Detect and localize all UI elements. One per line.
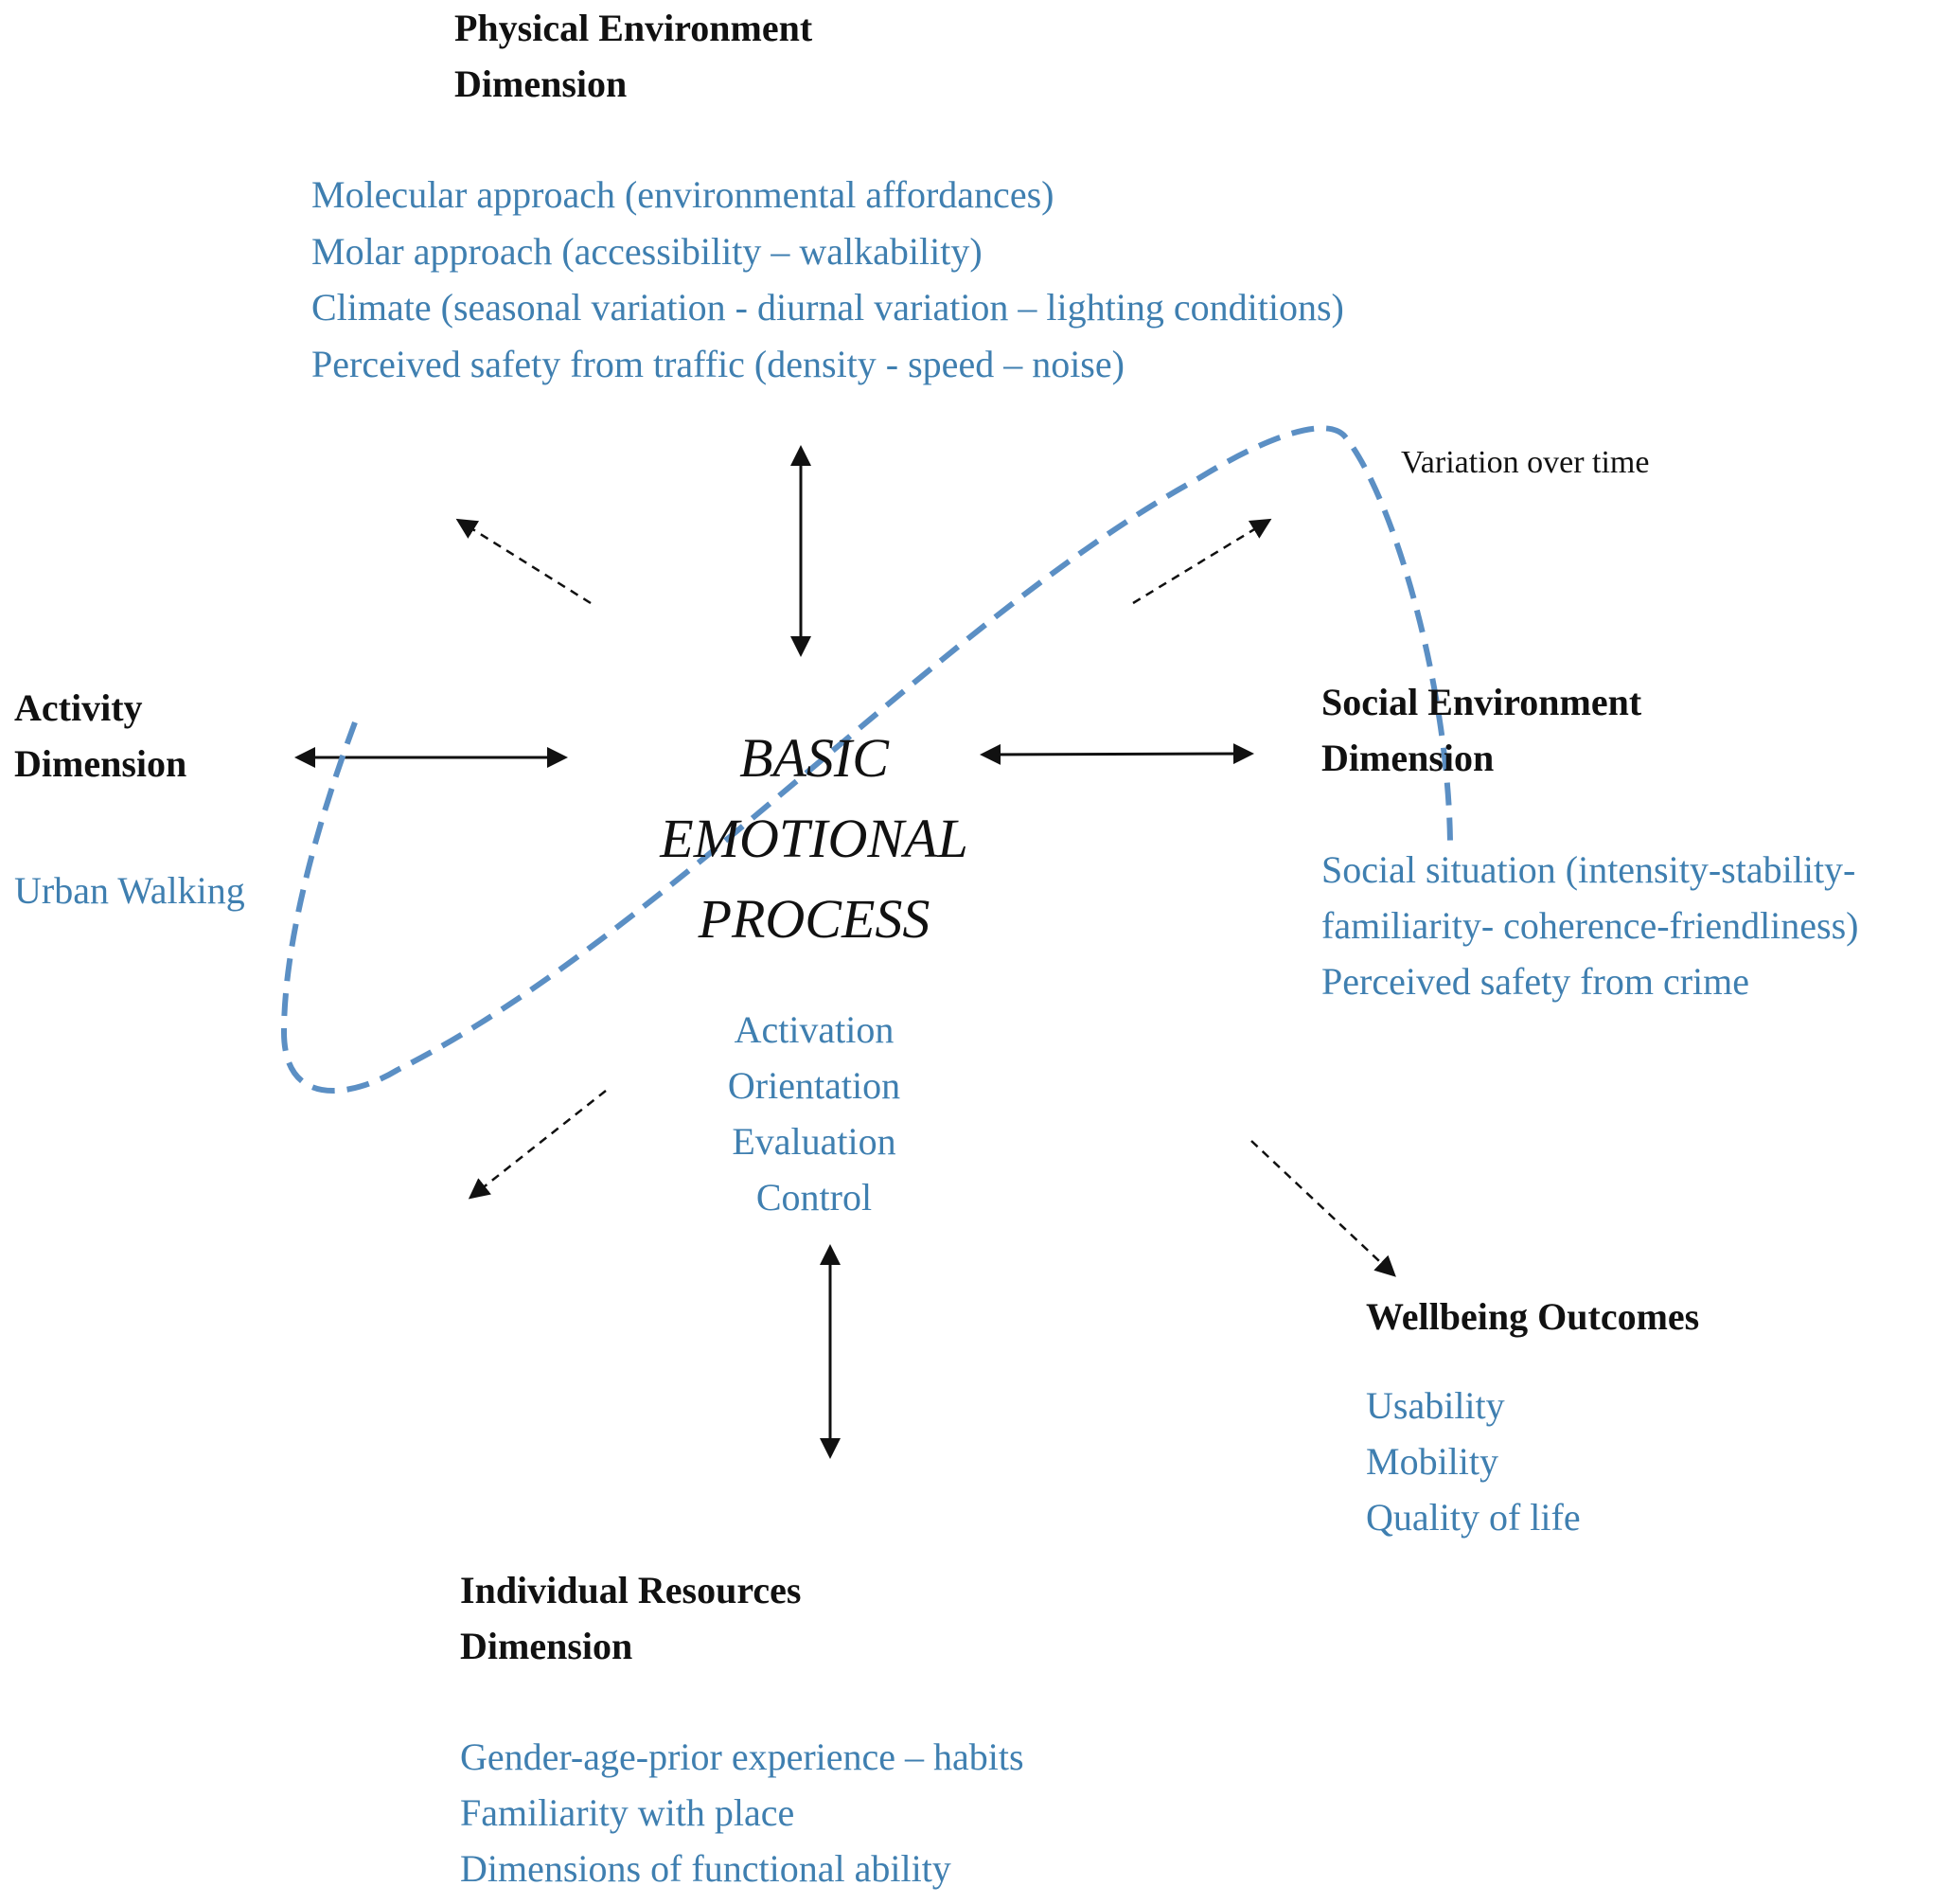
list-item: Dimensions of functional ability	[460, 1847, 951, 1890]
heading-line: Activity	[14, 686, 143, 729]
variation-over-time-label: Variation over time	[1401, 445, 1650, 480]
list-item: Orientation	[727, 1064, 901, 1107]
list-item: Gender-age-prior experience – habits	[460, 1735, 1024, 1778]
list-item: Quality of life	[1366, 1496, 1581, 1539]
list-item: Perceived safety from traffic (density -…	[311, 342, 1125, 385]
wellbeing-outcomes-items: Usability Mobility Quality of life	[1366, 1378, 1581, 1545]
list-item: Molecular approach (environmental afford…	[311, 173, 1054, 216]
title-line: EMOTIONAL	[660, 808, 968, 869]
physical-environment-items: Molecular approach (environmental afford…	[311, 167, 1344, 392]
basic-emotional-process-items: Activation Orientation Evaluation Contro…	[672, 1002, 956, 1225]
arrow-center-social	[980, 743, 1254, 765]
title-line: BASIC	[739, 727, 889, 789]
list-item: Mobility	[1366, 1440, 1499, 1483]
list-item: Evaluation	[732, 1120, 896, 1163]
heading-line: Physical Environment	[454, 7, 813, 49]
list-item: familiarity- coherence-friendliness)	[1321, 904, 1859, 947]
list-item: Usability	[1366, 1384, 1505, 1427]
individual-resources-items: Gender-age-prior experience – habits Fam…	[460, 1729, 1024, 1896]
list-item: Molar approach (accessibility – walkabil…	[311, 229, 983, 273]
list-item: Climate (seasonal variation - diurnal va…	[311, 286, 1344, 329]
heading-line: Dimension	[460, 1625, 633, 1667]
dashed-arrow-lower-left	[468, 1090, 607, 1200]
basic-emotional-process-title: BASIC EMOTIONAL PROCESS	[625, 718, 1003, 959]
list-item: Control	[755, 1176, 873, 1219]
dashed-arrow-upper-left	[455, 518, 592, 605]
list-item: Perceived safety from crime	[1321, 960, 1750, 1003]
wellbeing-outcomes-heading: Wellbeing Outcomes	[1366, 1289, 1699, 1344]
heading-line: Wellbeing Outcomes	[1366, 1295, 1700, 1338]
individual-resources-heading: Individual Resources Dimension	[460, 1562, 801, 1674]
title-line: PROCESS	[698, 888, 930, 950]
variation-over-time-curve	[280, 425, 1453, 1094]
heading-line: Dimension	[14, 742, 187, 785]
list-item: Familiarity with place	[460, 1791, 795, 1834]
list-item: Activation	[734, 1008, 895, 1051]
list-item: Urban Walking	[14, 869, 245, 912]
heading-line: Social Environment	[1321, 681, 1642, 723]
activity-dimension-items: Urban Walking	[14, 863, 245, 918]
physical-environment-heading: Physical Environment Dimension	[454, 0, 812, 112]
social-environment-items: Social situation (intensity-stability- f…	[1321, 842, 1859, 1009]
list-item: Social situation (intensity-stability-	[1321, 848, 1856, 891]
heading-line: Dimension	[454, 62, 628, 105]
social-environment-heading: Social Environment Dimension	[1321, 674, 1641, 786]
activity-dimension-heading: Activity Dimension	[14, 680, 186, 792]
dashed-arrow-upper-right	[1132, 518, 1272, 605]
heading-line: Dimension	[1321, 737, 1495, 779]
dashed-arrow-lower-right	[1250, 1140, 1396, 1277]
heading-line: Individual Resources	[460, 1569, 802, 1611]
